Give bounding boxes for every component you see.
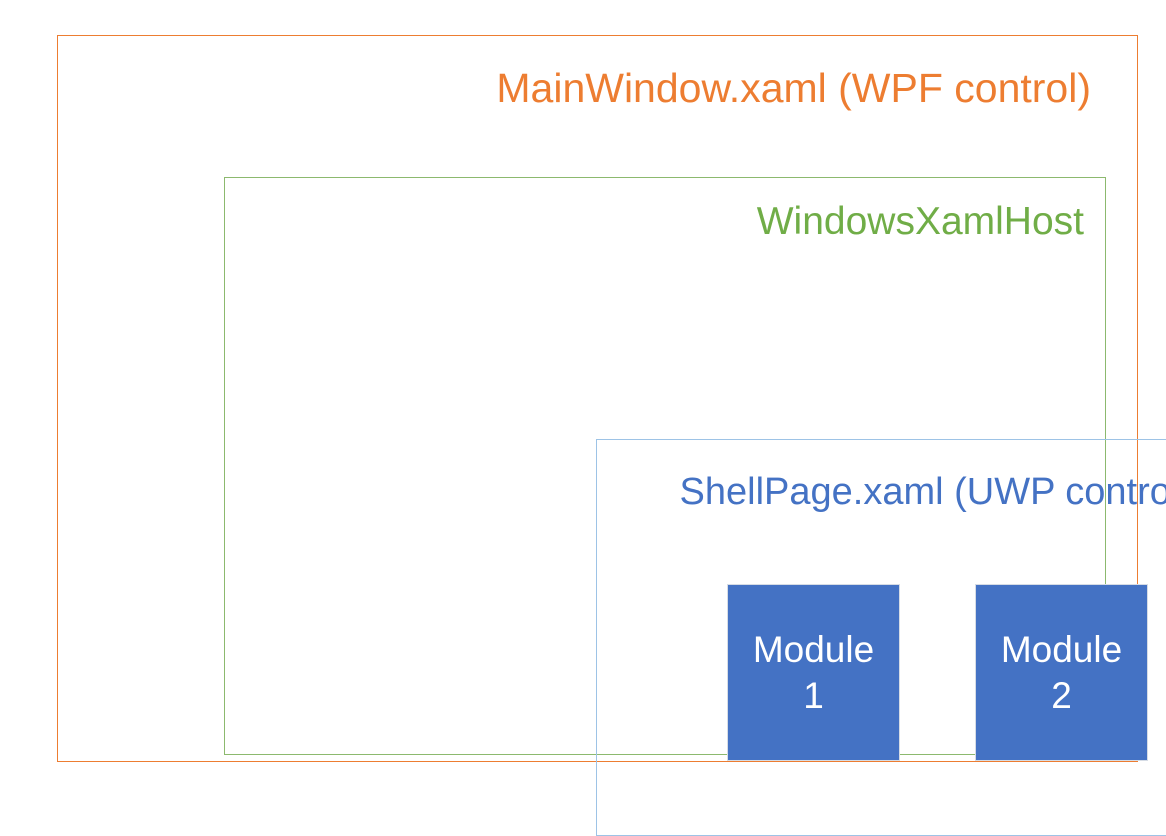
module-2-number: 2 <box>1051 674 1072 716</box>
module-1-name: Module <box>752 629 875 671</box>
module-box-2: Module 2 <box>975 584 1148 761</box>
module-1-number: 1 <box>803 674 824 716</box>
layer-shellpage-uwp: ShellPage.xaml (UWP control) Module 1 Mo… <box>596 439 1166 836</box>
diagram-canvas: MainWindow.xaml (WPF control) WindowsXam… <box>57 35 1166 836</box>
module-box-1: Module 1 <box>727 584 900 761</box>
layer-shellpage-label: ShellPage.xaml (UWP control) <box>679 471 1166 513</box>
module-2-name: Module <box>1000 629 1123 671</box>
layer-windowsxamlhost: WindowsXamlHost ShellPage.xaml (UWP cont… <box>224 177 1166 836</box>
layer-mainwindow-wpf: MainWindow.xaml (WPF control) WindowsXam… <box>57 35 1166 836</box>
layer-windowsxamlhost-label: WindowsXamlHost <box>756 200 1084 243</box>
layer-mainwindow-label: MainWindow.xaml (WPF control) <box>496 65 1091 111</box>
